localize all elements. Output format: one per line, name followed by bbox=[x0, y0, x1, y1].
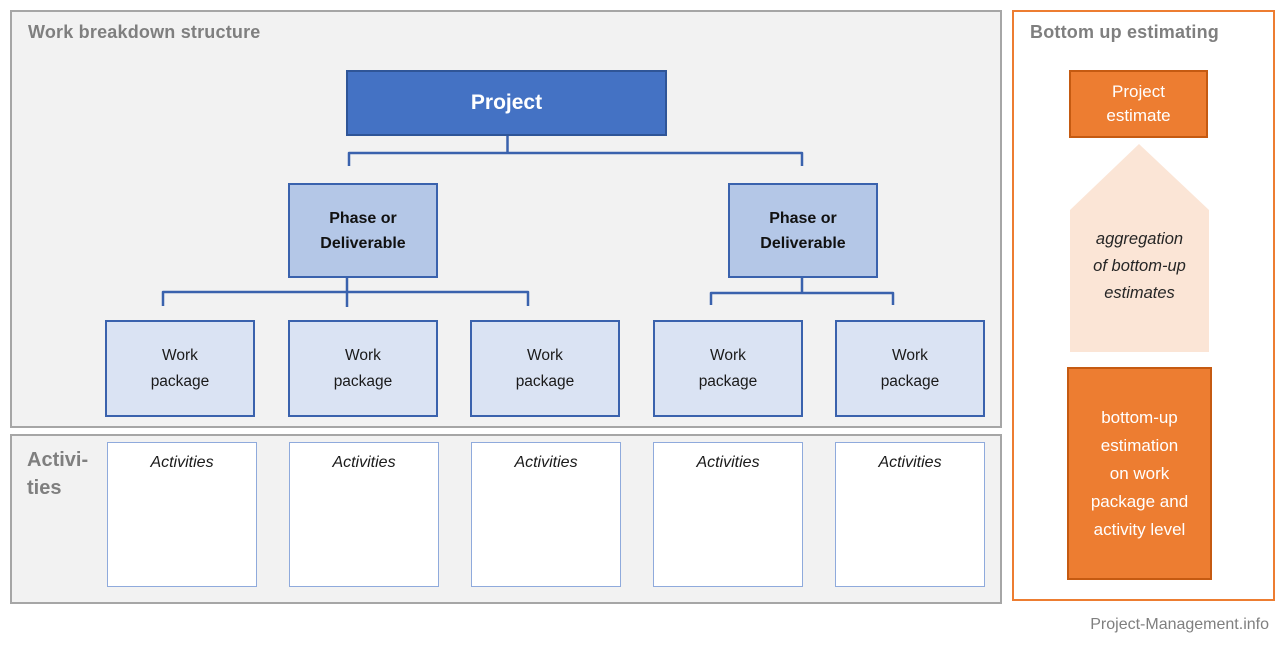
activities-box: Activities bbox=[653, 442, 803, 587]
work-package-box: Work package bbox=[653, 320, 803, 417]
estimating-panel-title: Bottom up estimating bbox=[1030, 22, 1219, 42]
activities-box-label: Activities bbox=[150, 454, 214, 471]
work-package-box: Work package bbox=[470, 320, 620, 417]
work-package-label: Work package bbox=[150, 346, 210, 390]
activities-box-label: Activities bbox=[696, 454, 760, 471]
activities-box-label: Activities bbox=[878, 454, 942, 471]
work-package-label: Work package bbox=[515, 346, 575, 390]
work-package-box: Work package bbox=[288, 320, 438, 417]
site-credit: Project-Management.info bbox=[1090, 616, 1269, 633]
activities-box: Activities bbox=[289, 442, 439, 587]
phase-box: Phase or Deliverable bbox=[728, 183, 878, 278]
project-box-label: Project bbox=[470, 91, 543, 114]
activities-box-label: Activities bbox=[332, 454, 396, 471]
activities-box: Activities bbox=[835, 442, 985, 587]
wbs-panel-title: Work breakdown structure bbox=[28, 22, 261, 42]
project-estimate-box: Project estimate bbox=[1069, 70, 1208, 138]
work-package-box: Work package bbox=[835, 320, 985, 417]
activities-box: Activities bbox=[471, 442, 621, 587]
project-box: Project bbox=[346, 70, 667, 136]
work-package-label: Work package bbox=[333, 346, 393, 390]
aggregation-arrow-icon bbox=[1070, 144, 1209, 352]
aggregation-arrow-label: aggregation of bottom-up estimates bbox=[1093, 230, 1186, 302]
activities-box: Activities bbox=[107, 442, 257, 587]
phase-box-label: Phase or Deliverable bbox=[320, 209, 406, 252]
bottom-up-estimation-box: bottom-up estimation on work package and… bbox=[1067, 367, 1212, 580]
work-package-label: Work package bbox=[880, 346, 940, 390]
activities-panel-label: Activi- ties bbox=[27, 449, 89, 499]
work-package-label: Work package bbox=[698, 346, 758, 390]
phase-box: Phase or Deliverable bbox=[288, 183, 438, 278]
phase-box-label: Phase or Deliverable bbox=[760, 209, 846, 252]
activities-box-label: Activities bbox=[514, 454, 578, 471]
work-package-box: Work package bbox=[105, 320, 255, 417]
